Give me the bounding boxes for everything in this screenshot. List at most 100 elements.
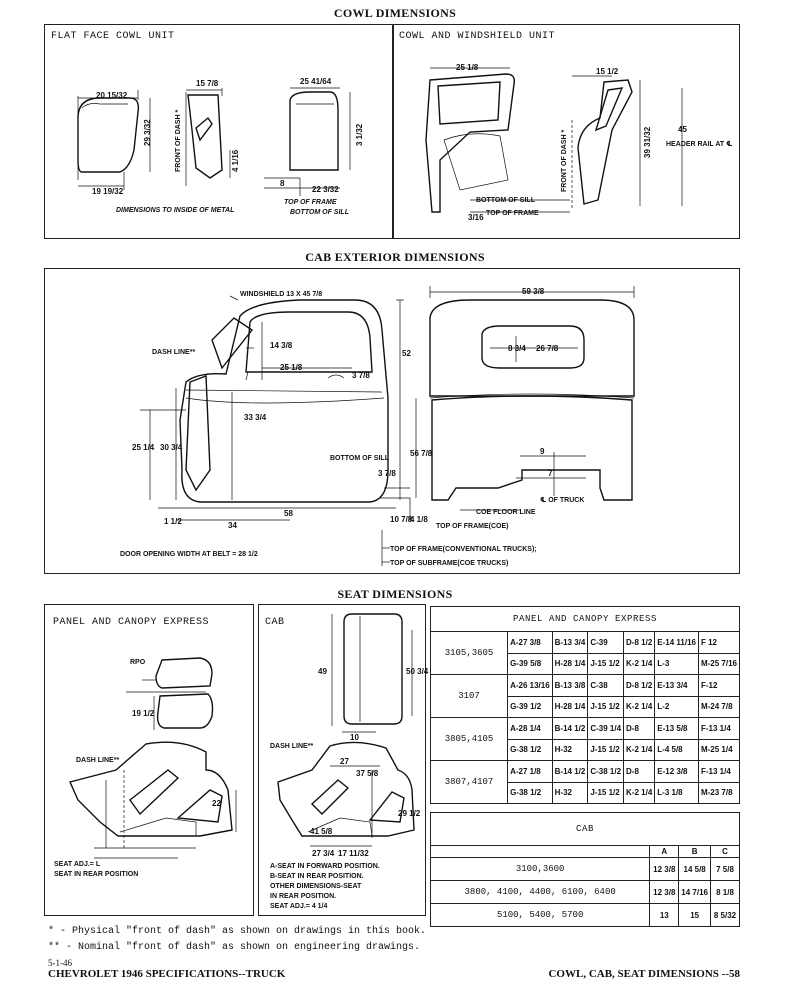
panel-dim-cell: L-2 — [654, 695, 699, 718]
panel-dim-cell: E-13 5/8 — [654, 717, 699, 740]
panel-dim-cell: C-38 — [587, 674, 625, 697]
cab-exterior-section-title: CAB EXTERIOR DIMENSIONS — [305, 250, 485, 264]
footnote-1: * - Physical "front of dash" as shown on… — [48, 926, 427, 937]
panel-dim-cell: D-8 — [623, 760, 656, 783]
cab-dim-9: 34 — [228, 521, 237, 530]
seat-panel-express-label: PANEL AND CANOPY EXPRESS — [53, 617, 210, 628]
cowl-dim-6: 3 1/32 — [355, 123, 364, 146]
cab-dim-6: 30 3/4 — [160, 443, 183, 452]
cab-col-c: C — [710, 845, 740, 858]
panel-dim-cell: M-25 1/4 — [697, 738, 741, 761]
cab-dim-cell: 15 — [678, 903, 711, 927]
cab-model-cell: 3800, 4100, 4400, 6100, 6400 — [429, 880, 651, 904]
cab-side-view — [140, 295, 411, 566]
footer-right: COWL, CAB, SEAT DIMENSIONS --58 — [548, 968, 740, 980]
wind-dim-1: 25 1/8 — [456, 63, 479, 72]
seat-cab-dim-1: 49 — [318, 667, 327, 676]
cab-dim-2: 25 1/8 — [280, 363, 303, 372]
panel-model-cell: 3805,4105 — [429, 717, 509, 761]
panel-model-cell: 3107 — [429, 674, 509, 718]
cab-dim-4: 33 3/4 — [244, 413, 267, 422]
seat-cab-note-1: A-SEAT IN FORWARD POSITION. — [270, 863, 380, 870]
panel-dim-cell: B-13 3/8 — [551, 674, 589, 697]
panel-dim-cell: F-12 — [697, 674, 741, 697]
seat-cab-drawing — [277, 613, 415, 847]
panel-dim-cell: B-14 1/2 — [551, 717, 589, 740]
footer-left: CHEVROLET 1946 SPECIFICATIONS--TRUCK — [48, 968, 286, 980]
cowl-dim-8: 22 3/32 — [312, 185, 339, 194]
cab-dim-11: 10 7/8 — [390, 515, 413, 524]
panel-dim-cell: C-38 1/2 — [587, 760, 625, 783]
wind-header-rail: HEADER RAIL AT ℄ — [666, 140, 732, 148]
cowl-dim-1: 20 15/32 — [96, 91, 128, 100]
panel-dim-cell: L-3 — [654, 652, 699, 675]
cab-table-header: CAB — [430, 812, 740, 846]
panel-table-header: PANEL AND CANOPY EXPRESS — [430, 606, 740, 632]
seat-rpo-label: RPO — [130, 659, 146, 666]
panel-dim-cell: F 12 — [697, 631, 741, 654]
panel-dim-cell: G-38 1/2 — [507, 781, 553, 804]
flat-face-cowl-label: FLAT FACE COWL UNIT — [51, 31, 175, 42]
wind-top-of-frame: TOP OF FRAME — [486, 210, 539, 217]
seat-section-title: SEAT DIMENSIONS — [337, 587, 453, 601]
panel-dim-cell: A-27 3/8 — [507, 631, 553, 654]
cab-dim-10: 1 1/2 — [164, 517, 182, 526]
cab-top-subframe: TOP OF SUBFRAME(COE TRUCKS) — [390, 560, 508, 567]
cab-cl-truck: ℄ OF TRUCK — [540, 496, 584, 504]
cowl-front-of-dash: FRONT OF DASH * — [175, 110, 182, 172]
wind-front-of-dash: FRONT OF DASH * — [561, 130, 568, 192]
cowl-windshield-drawing-right — [571, 75, 683, 210]
panel-dim-cell: B-13 3/4 — [551, 631, 589, 654]
panel-dim-cell: K-2 1/4 — [623, 652, 656, 675]
wind-bottom-of-sill: BOTTOM OF SILL — [476, 197, 536, 204]
panel-dim-cell: J-15 1/2 — [587, 738, 625, 761]
panel-dim-cell: K-2 1/4 — [623, 738, 656, 761]
panel-dim-cell: C-39 1/4 — [587, 717, 625, 740]
seat-panel-drawing — [69, 657, 237, 859]
cab-coe-floor: COE FLOOR LINE — [476, 509, 536, 516]
cab-dim-3: 3 7/8 — [352, 371, 370, 380]
panel-dim-cell: J-15 1/2 — [587, 695, 625, 718]
cowl-dim-5: 4 1/16 — [231, 149, 240, 172]
panel-dim-cell: H-32 — [551, 781, 589, 804]
cowl-dim-7: 19 19/32 — [92, 187, 124, 196]
panel-dim-cell: H-32 — [551, 738, 589, 761]
panel-dim-cell: F-13 1/4 — [697, 760, 741, 783]
wind-dim-5: 3/16 — [468, 213, 484, 222]
panel-model-cell: 3807,4107 — [429, 760, 509, 804]
seat-cab-dash-line: DASH LINE** — [270, 743, 313, 750]
panel-dim-cell: G-38 1/2 — [507, 738, 553, 761]
cab-model-cell: 5100, 5400, 5700 — [429, 903, 651, 927]
seat-cab-dim-3: 10 — [350, 733, 359, 742]
footnote-2: ** - Nominal "front of dash" as shown on… — [48, 942, 421, 953]
panel-dim-cell: J-15 1/2 — [587, 781, 625, 804]
panel-dim-cell: B-14 1/2 — [551, 760, 589, 783]
panel-dim-cell: J-15 1/2 — [587, 652, 625, 675]
panel-dim-cell: D-8 — [623, 717, 656, 740]
cowl-top-of-frame: TOP OF FRAME — [284, 199, 337, 206]
cowl-dim-9: 8 — [280, 179, 285, 188]
panel-dim-cell: L-4 5/8 — [654, 738, 699, 761]
cab-top-frame-coe: TOP OF FRAME(COE) — [436, 523, 508, 530]
panel-dim-cell: F-13 1/4 — [697, 717, 741, 740]
cab-dim-13: 3 7/8 — [378, 469, 396, 478]
cab-dim-cell: 14 7/16 — [678, 880, 711, 904]
seat-cab-dim-5: 37 5/8 — [356, 769, 379, 778]
flat-cowl-rear-drawing — [264, 87, 351, 196]
cab-windshield-label: WINDSHIELD 13 X 45 7/8 — [240, 291, 322, 298]
panel-dim-cell: K-2 1/4 — [623, 695, 656, 718]
cowl-windshield-label: COWL AND WINDSHIELD UNIT — [399, 31, 556, 42]
panel-dim-cell: A-27 1/8 — [507, 760, 553, 783]
panel-dim-cell: E-14 11/16 — [654, 631, 699, 654]
cab-dim-18: 9 — [540, 447, 545, 456]
cab-col-a: A — [649, 845, 680, 858]
seat-cab-dim-6: 29 1/2 — [398, 809, 421, 818]
panel-dim-cell: D-8 1/2 — [623, 631, 656, 654]
cowl-bottom-of-sill: BOTTOM OF SILL — [290, 209, 349, 216]
flat-cowl-front-drawing — [185, 88, 231, 186]
seat-cab-dim-9: 17 11/32 — [338, 849, 369, 858]
